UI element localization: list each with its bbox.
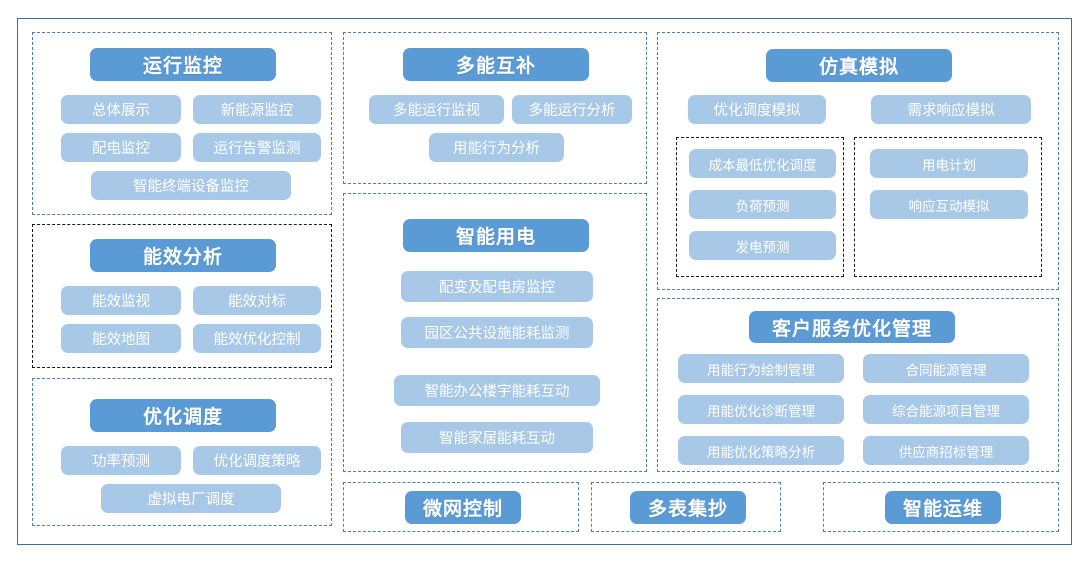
item-pill[interactable]: 运行告警监测 — [193, 133, 321, 162]
group-header-multi-meter-reading[interactable]: 多表集抄 — [630, 491, 746, 524]
item-pill[interactable]: 负荷预测 — [689, 190, 836, 219]
group-multi-energy-complementation: 多能互补 多能运行监视 多能运行分析 用能行为分析 — [343, 32, 647, 184]
item-pill[interactable]: 供应商招标管理 — [863, 436, 1029, 465]
item-pill[interactable]: 配电监控 — [61, 133, 181, 162]
group-microgrid-control: 微网控制 — [343, 482, 579, 532]
subgroup-simulation-sub-right: 用电计划 响应互动模拟 — [854, 137, 1042, 277]
item-pill[interactable]: 优化调度模拟 — [688, 95, 826, 124]
group-smart-electricity-use: 智能用电 配变及配电房监控 园区公共设施能耗监测 智能办公楼宇能耗互动 智能家居… — [343, 193, 647, 472]
item-pill[interactable]: 功率预测 — [61, 446, 181, 475]
group-header-operation-monitoring[interactable]: 运行监控 — [90, 48, 276, 81]
group-header-multi-energy-complementation[interactable]: 多能互补 — [403, 48, 589, 81]
item-pill[interactable]: 园区公共设施能耗监测 — [401, 317, 593, 348]
group-header-smart-o-and-m[interactable]: 智能运维 — [885, 491, 1001, 524]
item-pill[interactable]: 需求响应模拟 — [871, 95, 1031, 124]
item-pill[interactable]: 新能源监控 — [193, 95, 321, 124]
subgroup-simulation-sub-left: 成本最低优化调度 负荷预测 发电预测 — [676, 137, 844, 277]
item-pill[interactable]: 智能家居能耗互动 — [401, 422, 593, 453]
item-pill[interactable]: 能效对标 — [193, 286, 321, 315]
item-pill[interactable]: 成本最低优化调度 — [689, 149, 836, 178]
item-pill[interactable]: 发电预测 — [689, 231, 836, 260]
item-pill[interactable]: 用电计划 — [870, 149, 1028, 178]
group-energy-efficiency-analysis: 能效分析 能效监视 能效对标 能效地图 能效优化控制 — [32, 224, 332, 368]
item-pill[interactable]: 配变及配电房监控 — [401, 271, 593, 302]
group-operation-monitoring: 运行监控 总体展示 新能源监控 配电监控 运行告警监测 智能终端设备监控 — [32, 32, 332, 215]
item-pill[interactable]: 综合能源项目管理 — [863, 395, 1029, 424]
group-simulation: 仿真模拟 优化调度模拟 需求响应模拟 成本最低优化调度 负荷预测 发电预测 用电… — [657, 32, 1059, 290]
group-header-simulation[interactable]: 仿真模拟 — [766, 49, 952, 82]
item-pill[interactable]: 用能优化策略分析 — [678, 436, 844, 465]
item-pill[interactable]: 用能优化诊断管理 — [678, 395, 844, 424]
group-header-smart-electricity-use[interactable]: 智能用电 — [403, 219, 589, 252]
item-pill[interactable]: 响应互动模拟 — [870, 190, 1028, 219]
group-multi-meter-reading: 多表集抄 — [591, 482, 781, 532]
item-pill[interactable]: 能效地图 — [61, 324, 181, 353]
item-pill[interactable]: 智能办公楼宇能耗互动 — [394, 375, 600, 406]
item-pill[interactable]: 合同能源管理 — [863, 354, 1029, 383]
item-pill[interactable]: 多能运行监视 — [369, 95, 504, 124]
item-pill[interactable]: 智能终端设备监控 — [91, 171, 291, 200]
item-pill[interactable]: 用能行为绘制管理 — [678, 354, 844, 383]
group-smart-o-and-m: 智能运维 — [823, 482, 1059, 532]
group-header-energy-efficiency-analysis[interactable]: 能效分析 — [90, 239, 276, 272]
item-pill[interactable]: 能效优化控制 — [193, 324, 321, 353]
group-header-microgrid-control[interactable]: 微网控制 — [405, 491, 521, 524]
item-pill[interactable]: 优化调度策略 — [193, 446, 321, 475]
item-pill[interactable]: 能效监视 — [61, 286, 181, 315]
group-customer-service-optimization: 客户服务优化管理 用能行为绘制管理 合同能源管理 用能优化诊断管理 综合能源项目… — [657, 298, 1059, 472]
item-pill[interactable]: 用能行为分析 — [429, 133, 564, 162]
group-header-customer-service-optimization[interactable]: 客户服务优化管理 — [749, 311, 955, 343]
group-optimized-dispatch: 优化调度 功率预测 优化调度策略 虚拟电厂调度 — [32, 378, 332, 526]
group-header-optimized-dispatch[interactable]: 优化调度 — [90, 399, 276, 432]
diagram-frame: 运行监控 总体展示 新能源监控 配电监控 运行告警监测 智能终端设备监控 能效分… — [17, 18, 1072, 545]
item-pill[interactable]: 虚拟电厂调度 — [101, 484, 281, 513]
item-pill[interactable]: 多能运行分析 — [512, 95, 632, 124]
item-pill[interactable]: 总体展示 — [61, 95, 181, 124]
